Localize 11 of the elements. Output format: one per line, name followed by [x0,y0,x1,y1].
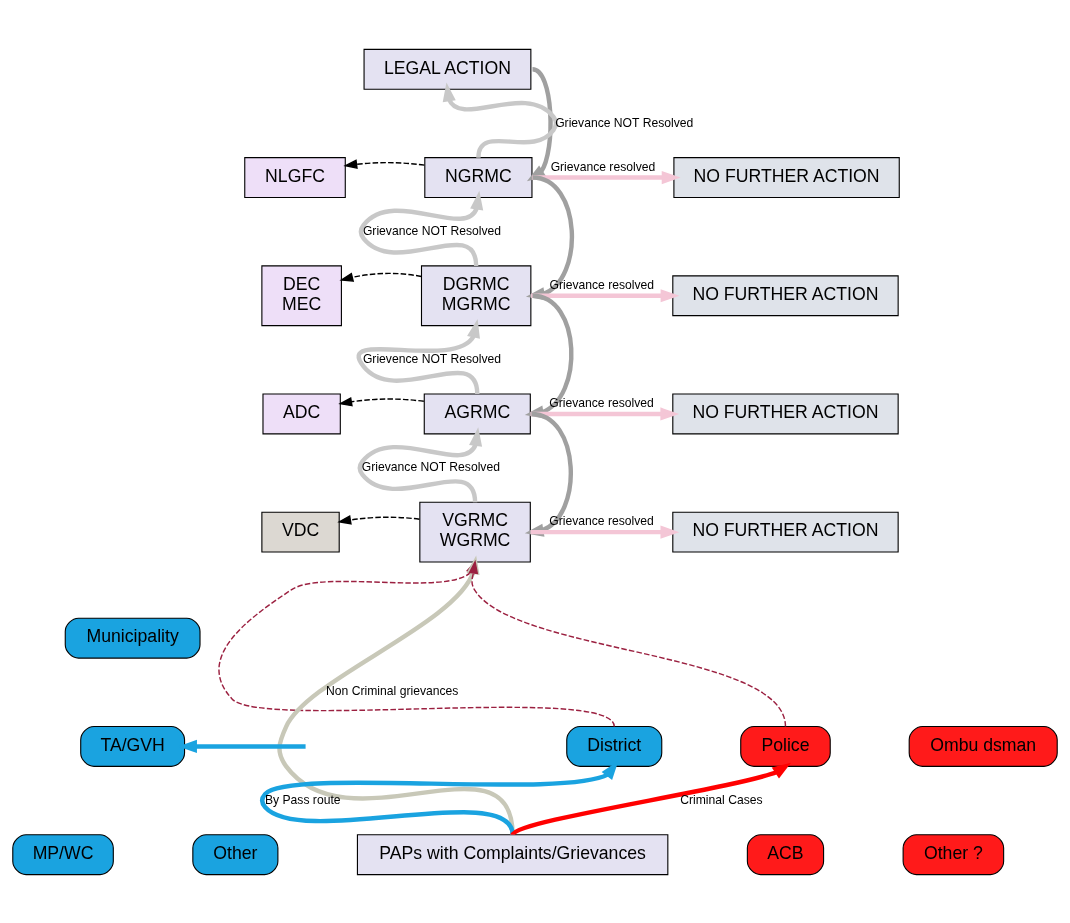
edge-label: Grievance resolved [549,277,655,292]
edge-label: Grievance NOT Resolved [361,459,500,474]
edge-label: Grievance NOT Resolved [362,223,502,238]
edge-label: Grievence NOT Resolved [362,351,502,366]
edge-label: Grievance resolved [549,395,654,410]
edge-label: By Pass route [264,792,341,807]
edge-label: Criminal Cases [680,792,763,807]
edge-label: Grievance resolved [549,513,654,528]
edge-label: Grievance NOT Resolved [555,115,694,130]
edge-label: Grievance resolved [550,159,656,174]
edge-label: Non Criminal grievances [326,683,459,698]
